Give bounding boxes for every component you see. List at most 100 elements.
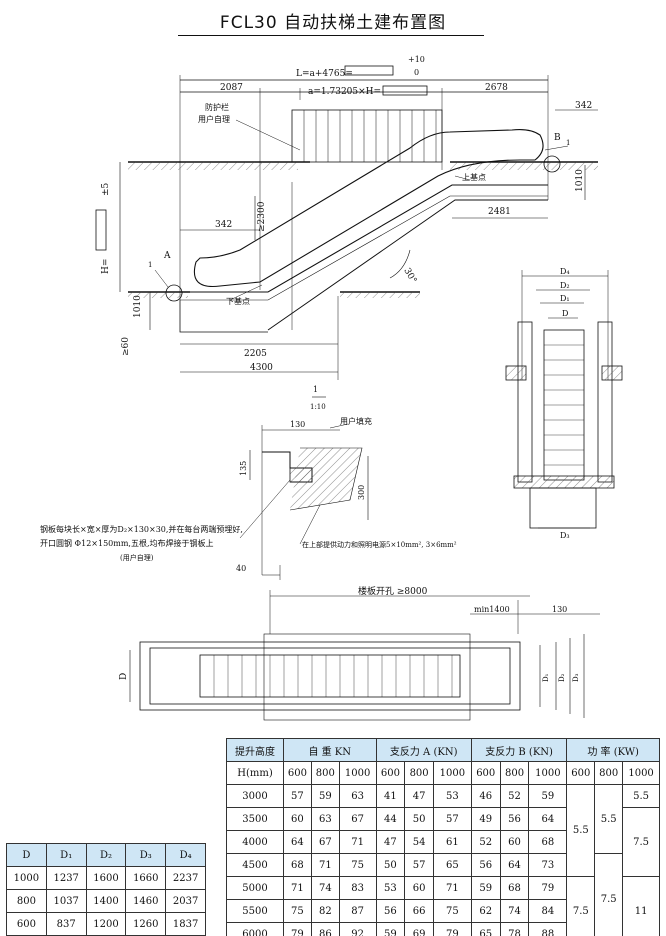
cell: 49 xyxy=(470,807,501,831)
width-cell: 600 xyxy=(282,761,312,785)
cell: 75 xyxy=(338,853,377,877)
pit-2300-label: ≥2300 xyxy=(257,201,267,232)
cell: 59 xyxy=(528,784,568,808)
cell: 60 xyxy=(282,807,312,831)
header-self-weight: 自 重 KN xyxy=(282,738,377,762)
section-d1: D₁ xyxy=(560,294,570,303)
callout-1-b: 1 xyxy=(566,139,570,147)
dim-2678: 2678 xyxy=(485,83,508,93)
cell: 600 xyxy=(6,912,47,936)
dim-a-formula: a=1.73205×H= xyxy=(308,87,381,97)
cell: 46 xyxy=(470,784,501,808)
cell: 71 xyxy=(282,876,312,900)
width-cell: 600 xyxy=(375,761,406,785)
cell: 69 xyxy=(404,922,434,936)
length-value-box xyxy=(344,65,394,76)
cell: 71 xyxy=(310,853,340,877)
page-title: FCL30 自动扶梯土建布置图 xyxy=(219,13,447,33)
height-h-label: H= xyxy=(101,259,111,274)
cell: 53 xyxy=(375,876,406,900)
cell: 75 xyxy=(282,899,312,923)
cell: 47 xyxy=(404,784,434,808)
cell: 1260 xyxy=(125,912,167,936)
header-d2: D₂ xyxy=(85,843,127,867)
cell: 837 xyxy=(45,912,87,936)
header-reaction-b: 支反力 B (KN) xyxy=(470,738,568,762)
cell: 88 xyxy=(528,922,568,936)
detail-dim-130: 130 xyxy=(290,420,305,429)
cell: 52 xyxy=(499,784,530,808)
power-1000-c: 11 xyxy=(622,876,660,936)
cell: 83 xyxy=(338,876,377,900)
cell: 1600 xyxy=(85,866,127,890)
dim-2481: 2481 xyxy=(488,207,511,217)
plan-d2: D₂ xyxy=(558,673,566,682)
cell: 1460 xyxy=(125,889,167,913)
cell: 2037 xyxy=(165,889,206,913)
header-d3: D₃ xyxy=(125,843,167,867)
plan-min-1400: min1400 xyxy=(474,605,510,614)
cell: 1237 xyxy=(45,866,87,890)
support-a-circle xyxy=(165,284,183,302)
truss-bottom xyxy=(267,199,548,331)
total-length-label: L=a+4765= xyxy=(296,69,353,79)
cell: 57 xyxy=(404,853,434,877)
cell: 57 xyxy=(282,784,312,808)
cell: 1660 xyxy=(125,866,167,890)
cell: 67 xyxy=(338,807,377,831)
plan-d1: D₁ xyxy=(542,673,550,682)
width-cell: 1000 xyxy=(432,761,472,785)
detail-note-1: 钢板每块长×宽×厚为D₂×130×30,并在每台两端预埋好, xyxy=(40,524,243,534)
cell: 65 xyxy=(470,922,501,936)
tolerance-plus: +10 xyxy=(408,55,425,64)
cell: 3000 xyxy=(226,784,284,808)
cell: 56 xyxy=(375,899,406,923)
cell: 74 xyxy=(310,876,340,900)
power-1000-b: 7.5 xyxy=(622,807,660,877)
detail-note-2: 开口圆钢 Φ12×150mm,五根,均布焊接于钢板上 xyxy=(40,538,214,548)
header-power: 功 率 (KW) xyxy=(566,738,660,762)
table-header-row: D D₁ D₂ D₃ D₄ xyxy=(6,843,206,867)
section-d2: D₂ xyxy=(560,281,570,290)
width-cell: 800 xyxy=(594,761,624,785)
power-800-bottom: 7.5 xyxy=(594,853,624,936)
cell: 1037 xyxy=(45,889,87,913)
header-d4: D₄ xyxy=(165,843,206,867)
height-value-box xyxy=(95,209,107,251)
cell: 92 xyxy=(338,922,377,936)
cell: 65 xyxy=(432,853,472,877)
width-cell: 600 xyxy=(470,761,501,785)
upper-point-label: 上基点 xyxy=(462,172,486,182)
section-left-wall xyxy=(517,321,533,483)
handrail xyxy=(193,129,544,288)
cell: 2237 xyxy=(165,866,206,890)
power-600-bottom: 7.5 xyxy=(566,876,596,936)
cell: 68 xyxy=(282,853,312,877)
truss-top xyxy=(190,184,548,293)
cell: 71 xyxy=(338,830,377,854)
lower-point-label: 下基点 xyxy=(226,296,250,306)
cell: 54 xyxy=(404,830,434,854)
cell: 5500 xyxy=(226,899,284,923)
cell: 1400 xyxy=(85,889,127,913)
cell: 52 xyxy=(470,830,501,854)
railing xyxy=(291,109,443,163)
cross-section-view xyxy=(505,270,623,529)
detail-view xyxy=(239,396,369,580)
dim-4300: 4300 xyxy=(250,363,273,373)
cell: 4500 xyxy=(226,853,284,877)
cell: 84 xyxy=(528,899,568,923)
width-cell: 1000 xyxy=(338,761,377,785)
cell: 64 xyxy=(499,853,530,877)
plan-opening-label: 楼板开孔 ≥8000 xyxy=(358,585,428,597)
power-supply-note: 在上部提供动力和照明电源5×10mm², 3×6mm² xyxy=(302,540,457,549)
plan-outline xyxy=(139,641,521,711)
dim-342-right: 342 xyxy=(575,101,592,111)
